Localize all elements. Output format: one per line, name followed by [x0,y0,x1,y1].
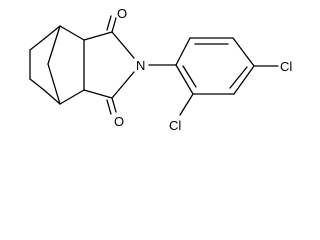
oxygen-top-label: O [117,6,127,21]
bond [111,71,135,99]
bond [47,25,61,65]
bond [83,89,113,99]
imide-ring [83,15,135,115]
bond [43,25,61,40]
bond [175,64,194,95]
chlorine-ortho-label: Cl [169,118,181,133]
bond [233,65,255,95]
oxygen-bottom-label: O [114,114,124,129]
bond [47,63,61,105]
bond [59,25,85,41]
dichlorophenyl-ring [175,37,279,116]
bond [29,38,45,51]
bond [111,31,135,59]
bond [59,89,85,105]
chlorine-para-label: Cl [280,59,292,74]
bond [29,78,45,91]
carbonyl-double-bond [111,17,117,33]
bond [175,37,191,66]
carbonyl-double-bond [111,97,117,113]
bond [232,37,255,67]
molecule-structure: O N O Cl Cl [29,6,292,133]
aromatic-double-bond [182,65,197,88]
bond [43,89,61,105]
nitrogen-label: N [136,58,145,73]
carbonyl-double-bond [106,15,112,31]
norbornane-ring [29,25,85,105]
c-cl-bond [179,93,194,116]
aromatic-double-bond [229,66,248,89]
bond [83,31,113,41]
carbonyl-double-bond [106,99,112,115]
